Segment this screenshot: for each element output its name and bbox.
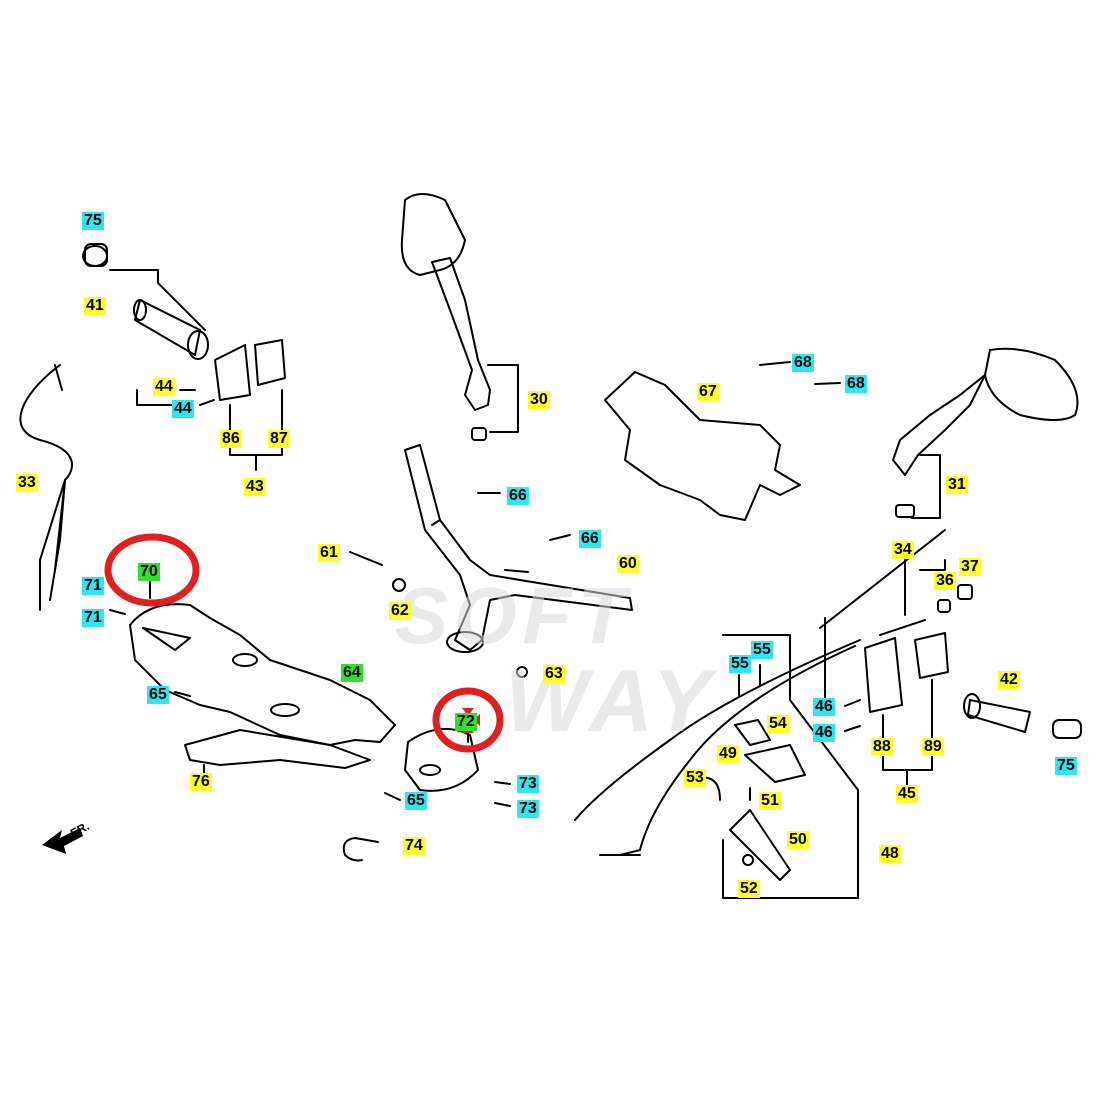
highlight-ring-72 [432, 687, 504, 753]
watermark-line-2: WAY [505, 651, 717, 750]
part-label-62: 62 [389, 602, 411, 620]
part-label-89: 89 [922, 738, 944, 756]
part-label-66: 66 [507, 487, 529, 505]
part-label-46: 46 [813, 698, 835, 716]
part-label-49: 49 [717, 745, 739, 763]
cover-67 [604, 371, 801, 521]
part-label-76: 76 [190, 773, 212, 791]
part-label-34: 34 [892, 541, 914, 559]
part-label-31: 31 [946, 476, 968, 494]
part-label-52: 52 [738, 880, 760, 898]
part-label-65: 65 [147, 686, 169, 704]
part-label-36: 36 [934, 572, 956, 590]
part-label-37: 37 [959, 558, 981, 576]
part-label-54: 54 [767, 715, 789, 733]
part-label-63: 63 [543, 665, 565, 683]
mirror-30 [400, 193, 519, 441]
grip-41 [133, 299, 209, 360]
part-label-73: 73 [517, 775, 539, 793]
part-label-44: 44 [172, 400, 194, 418]
part-label-55: 55 [729, 655, 751, 673]
part-label-51: 51 [759, 792, 781, 810]
throttle-cable-33 [19, 364, 73, 601]
part-label-42: 42 [998, 671, 1020, 689]
part-label-75: 75 [1055, 757, 1077, 775]
part-label-70: 70 [138, 563, 160, 581]
part-label-87: 87 [268, 430, 290, 448]
part-label-67: 67 [697, 383, 719, 401]
part-label-44: 44 [153, 378, 175, 396]
part-label-74: 74 [403, 837, 425, 855]
watermark: SOFT [395, 570, 632, 662]
part-label-46: 46 [813, 724, 835, 742]
watermark-2: WAY [505, 650, 717, 752]
end-cap-75-left [82, 243, 108, 267]
watermark-line-1: SOFT [395, 571, 633, 660]
part-label-45: 45 [896, 785, 918, 803]
direction-arrow-icon [42, 828, 83, 854]
part-label-33: 33 [16, 474, 38, 492]
part-label-86: 86 [220, 430, 242, 448]
part-label-66: 66 [579, 530, 601, 548]
part-label-61: 61 [318, 544, 340, 562]
part-label-30: 30 [528, 391, 550, 409]
part-label-48: 48 [879, 845, 901, 863]
switch-housing-87 [254, 339, 286, 386]
mirror-31 [892, 347, 1079, 519]
part-label-75: 75 [82, 212, 104, 230]
part-label-71: 71 [82, 577, 104, 595]
part-label-43: 43 [244, 478, 266, 496]
part-label-65: 65 [405, 792, 427, 810]
part-label-60: 60 [617, 555, 639, 573]
part-label-88: 88 [871, 738, 893, 756]
switch-housing-86 [214, 344, 251, 401]
part-label-55: 55 [751, 641, 773, 659]
part-label-53: 53 [684, 769, 706, 787]
part-label-50: 50 [787, 831, 809, 849]
highlight-ring-70 [104, 533, 200, 607]
part-label-73: 73 [517, 800, 539, 818]
part-label-72: 72 [455, 713, 477, 731]
part-label-41: 41 [84, 297, 106, 315]
part-label-68: 68 [845, 375, 867, 393]
front-cover-70 [129, 603, 396, 746]
handlebar-60 [404, 444, 633, 653]
part-label-64: 64 [341, 664, 363, 682]
part-label-71: 71 [82, 609, 104, 627]
part-label-68: 68 [792, 354, 814, 372]
